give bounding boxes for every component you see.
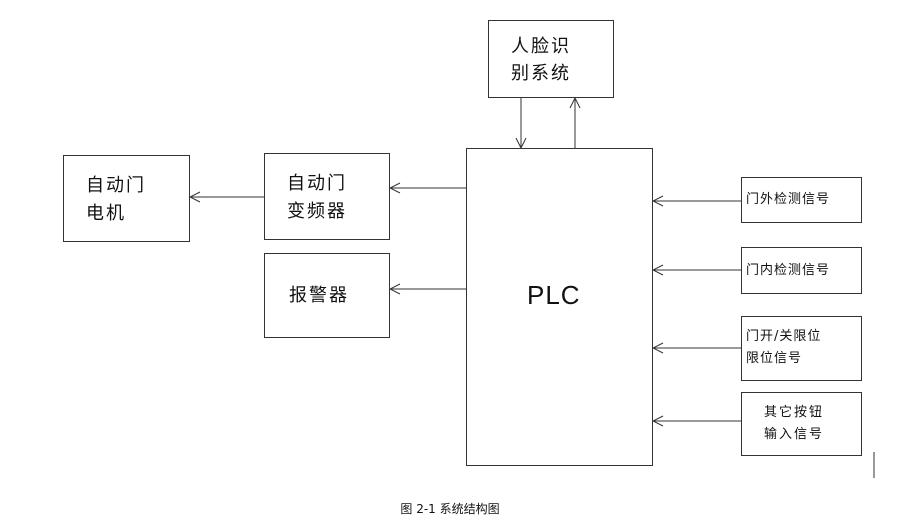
buttons-label: 其它按钮 输入信号 <box>764 402 824 446</box>
motor-box: 自动门 电机 <box>63 155 190 242</box>
face-recognition-label: 人脸识 别系统 <box>511 33 571 87</box>
vfd-line1: 自动门 <box>287 173 347 194</box>
face-line1: 人脸识 <box>511 36 571 57</box>
face-line2: 别系统 <box>511 63 571 84</box>
vfd-line2: 变频器 <box>287 201 347 222</box>
plc-box: PLC <box>466 148 653 466</box>
buttons-box: 其它按钮 输入信号 <box>741 392 862 456</box>
alarm-label: 报警器 <box>289 282 349 310</box>
buttons-line2: 输入信号 <box>764 427 825 442</box>
figure-caption: 图 2-1 系统结构图 <box>400 502 500 516</box>
vfd-label: 自动门 变频器 <box>287 170 347 226</box>
limit-line1: 门开/关限位 <box>746 329 822 344</box>
motor-line2: 电机 <box>86 203 126 224</box>
limit-line2: 限位信号 <box>746 351 803 366</box>
face-recognition-box: 人脸识 别系统 <box>488 20 614 98</box>
vfd-box: 自动门 变频器 <box>264 153 390 240</box>
inner-sensor-box: 门内检测信号 <box>741 247 862 294</box>
alarm-line1: 报警器 <box>289 285 349 306</box>
limit-label: 门开/关限位 限位信号 <box>746 326 821 370</box>
inner-sensor-line1: 门内检测信号 <box>746 263 831 278</box>
plc-line1: PLC <box>527 280 581 310</box>
buttons-line1: 其它按钮 <box>764 405 825 420</box>
outer-sensor-label: 门外检测信号 <box>746 190 830 210</box>
plc-label: PLC <box>527 279 581 311</box>
outer-sensor-box: 门外检测信号 <box>741 177 862 223</box>
motor-label: 自动门 电机 <box>86 172 146 228</box>
motor-line1: 自动门 <box>86 175 146 196</box>
outer-sensor-line1: 门外检测信号 <box>746 192 831 207</box>
alarm-box: 报警器 <box>264 253 390 338</box>
limit-box: 门开/关限位 限位信号 <box>741 316 862 381</box>
inner-sensor-label: 门内检测信号 <box>746 261 830 281</box>
